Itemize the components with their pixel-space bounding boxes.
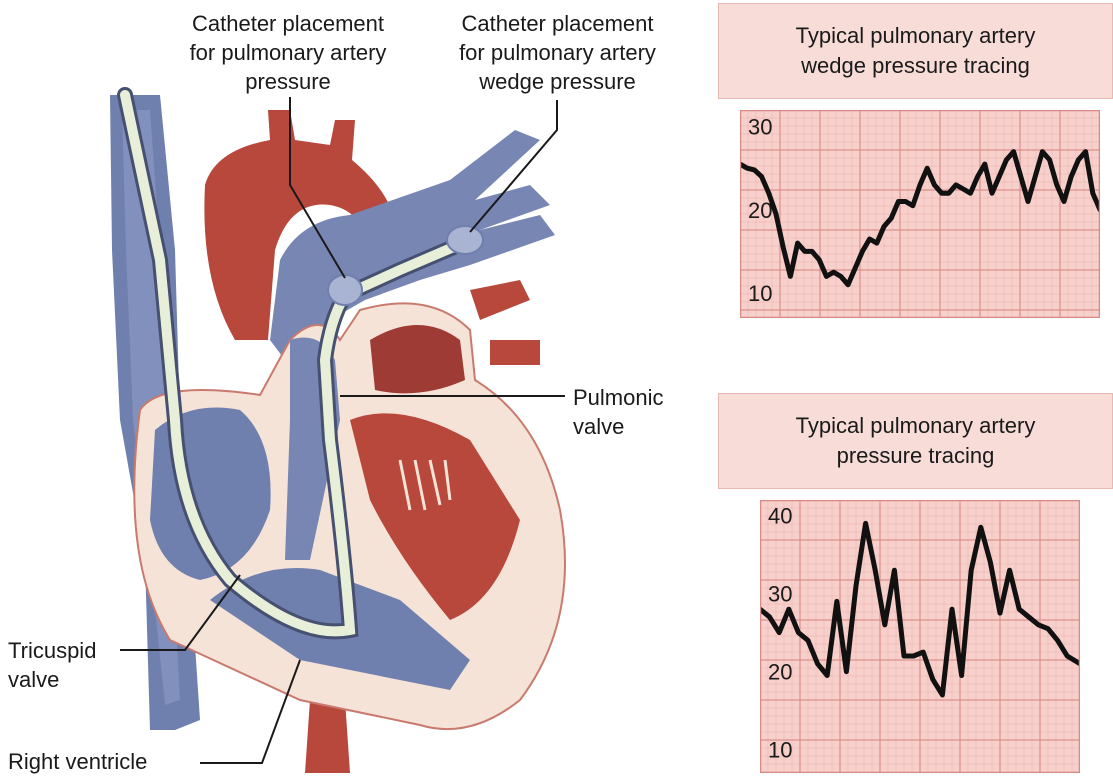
wedge-title-line-2: wedge pressure tracing: [801, 51, 1030, 81]
pa-balloon: [328, 275, 362, 305]
pa-placement-line-2: for pulmonary artery: [168, 38, 408, 67]
pa-placement-label: Catheter placement for pulmonary artery …: [168, 9, 408, 96]
pa-pressure-chart: 40 30 20 10: [760, 500, 1080, 773]
wedge-placement-line-1: Catheter placement: [435, 9, 680, 38]
pulmonic-valve-label: Pulmonic valve: [573, 383, 663, 441]
y-tick-label-20: 20: [748, 198, 772, 223]
y-tick-label-10: 10: [748, 281, 772, 306]
pulmonary-veins: [470, 280, 540, 365]
wedge-pressure-chart: 30 20 10: [740, 110, 1100, 318]
pulmonic-valve-line-2: valve: [573, 412, 663, 441]
y-tick-label-40: 40: [768, 504, 792, 529]
wedge-tracing-title: Typical pulmonary artery wedge pressure …: [718, 3, 1113, 99]
y-tick-label-20: 20: [768, 660, 792, 685]
y-tick-label-10: 10: [768, 738, 792, 763]
y-tick-label-30: 30: [748, 115, 772, 140]
pulmonic-valve-line-1: Pulmonic: [573, 383, 663, 412]
wedge-placement-line-3: wedge pressure: [435, 67, 680, 96]
wedge-placement-label: Catheter placement for pulmonary artery …: [435, 9, 680, 96]
pa-title-line-2: pressure tracing: [837, 441, 995, 471]
y-tick-label-30: 30: [768, 582, 792, 607]
pa-placement-line-3: pressure: [168, 67, 408, 96]
grid: [760, 500, 1080, 773]
descending-aorta: [305, 700, 350, 773]
wedge-title-line-1: Typical pulmonary artery: [796, 21, 1036, 51]
left-atrium: [370, 325, 465, 393]
tricuspid-valve-line-2: valve: [8, 665, 96, 694]
tricuspid-valve-label: Tricuspid valve: [8, 636, 96, 694]
pa-tracing-title: Typical pulmonary artery pressure tracin…: [718, 393, 1113, 489]
pa-placement-line-1: Catheter placement: [168, 9, 408, 38]
wedge-placement-line-2: for pulmonary artery: [435, 38, 680, 67]
wedge-balloon: [447, 226, 483, 254]
tricuspid-valve-line-1: Tricuspid: [8, 636, 96, 665]
right-ventricle-label: Right ventricle: [8, 747, 147, 776]
pa-title-line-1: Typical pulmonary artery: [796, 411, 1036, 441]
